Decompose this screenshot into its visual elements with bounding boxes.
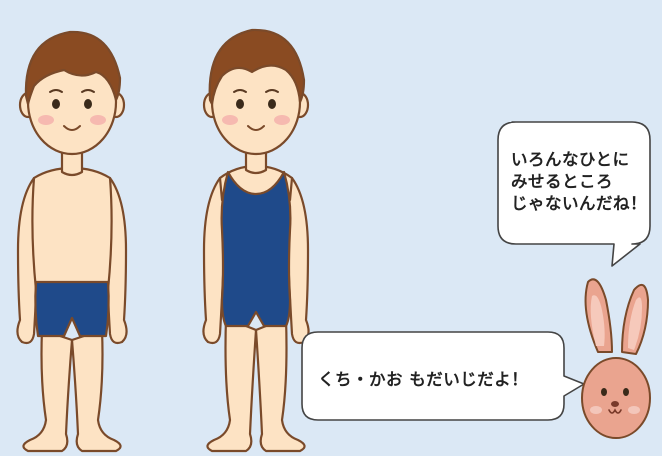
- child-in-swimsuit: [202, 28, 310, 453]
- speech-top-text: いろんなひとに みせるところ じゃないんだね！: [511, 149, 647, 215]
- speech-top-line-2: みせるところ: [511, 172, 613, 191]
- speech-bubble-bottom: [301, 331, 585, 421]
- speech-top-line-3: じゃないんだね！: [511, 194, 647, 213]
- rabbit-face: [590, 388, 640, 414]
- boy-in-swim-trunks: [16, 30, 128, 453]
- child-face: [222, 89, 290, 131]
- speech-bottom-text: くち・かお もだいじだよ！: [318, 370, 529, 389]
- rabbit-character: [581, 278, 651, 439]
- boy-face: [38, 89, 106, 131]
- speech-top-line-1: いろんなひとに: [511, 150, 630, 169]
- speech-bubble-top: [497, 121, 651, 267]
